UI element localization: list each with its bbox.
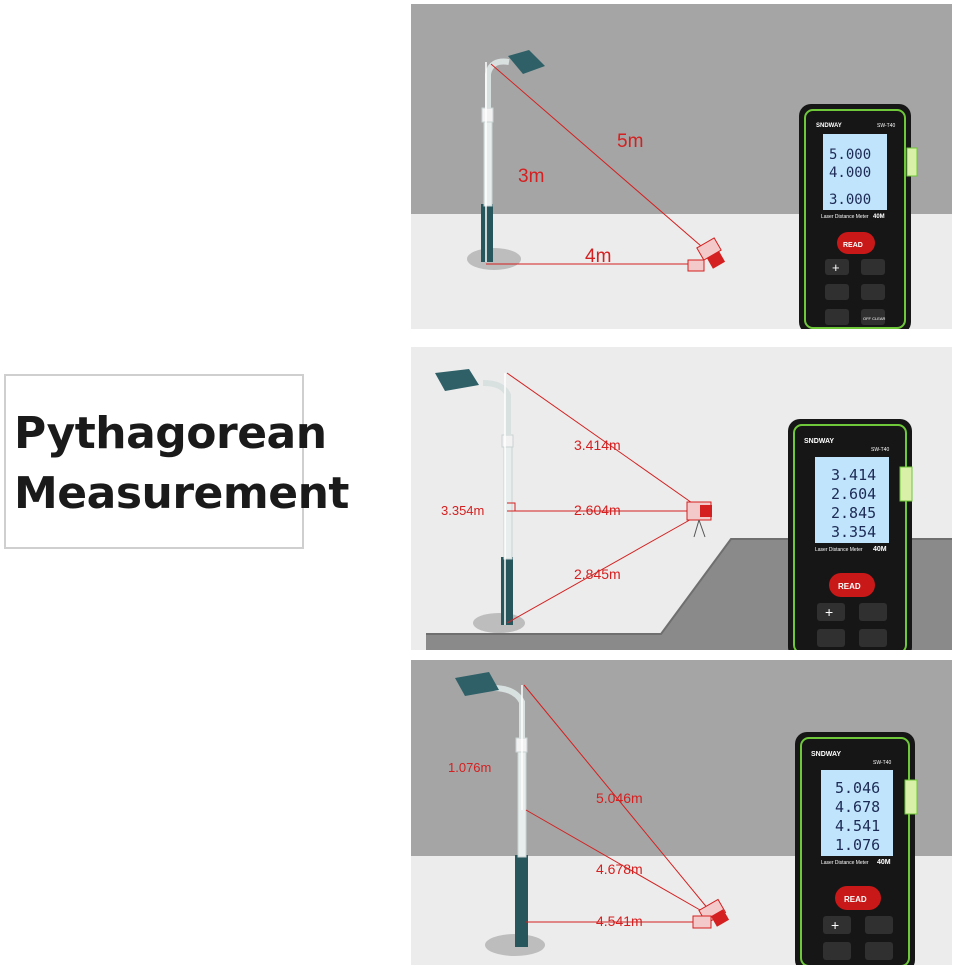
panel-3-three-point: 1.076m 5.046m 4.678m 4.541m SNDWAY SW-T4…	[411, 660, 952, 965]
panel-1-plus-key: +	[832, 260, 840, 275]
panel-2-result-label: 3.354m	[441, 503, 484, 518]
panel-3-illustration: 1.076m 5.046m 4.678m 4.541m SNDWAY SW-T4…	[411, 660, 952, 965]
panel-3-mid-label: 4.678m	[596, 861, 643, 877]
panel-2-top-label: 3.414m	[574, 437, 621, 453]
panel-2-three-point: 3.414m 3.354m 2.604m 2.845m SNDWAY SW-T4…	[411, 347, 952, 650]
panel-2-bottom-label: 2.845m	[574, 566, 621, 582]
panel-3-top-label: 5.046m	[596, 790, 643, 806]
title-line-2: Measurement	[14, 468, 349, 519]
panel-3-read-label: READ	[844, 895, 867, 904]
panel-2-rangefinder-device: SNDWAY SW-T40 3.414 2.604 2.845 3.354 La…	[788, 419, 913, 650]
panel-2-reading-2: 2.604	[831, 485, 876, 503]
panel-1-hyp-label: 5m	[617, 131, 643, 152]
panel-2-caption: Laser Distance Meter	[815, 547, 863, 553]
panel-2-read-label: READ	[838, 582, 861, 591]
panel-3-reading-1: 5.046	[835, 779, 880, 797]
panel-1-reading-3: 3.000	[829, 192, 871, 208]
panel-1-read-button	[837, 232, 875, 254]
panel-3-reading-2: 4.678	[835, 798, 880, 816]
panel-1-rangefinder-device: SNDWAY SW-T40 5.000 4.000 3.000 Laser Di…	[799, 104, 918, 329]
panel-3-model: SW-T40	[873, 760, 891, 766]
panel-3-range: 40M	[877, 859, 891, 866]
panel-2-brand: SNDWAY	[804, 438, 834, 445]
panel-3-rangefinder-device: SNDWAY SW-T40 5.046 4.678 4.541 1.076 La…	[795, 732, 918, 965]
panel-3-read-button	[835, 886, 881, 910]
panel-1-reading-1: 5.000	[829, 147, 871, 163]
panel-3-caption: Laser Distance Meter	[821, 860, 869, 866]
panel-1-vert-label: 3m	[518, 166, 544, 187]
panel-3-reading-3: 4.541	[835, 817, 880, 835]
panel-1-base-label: 4m	[585, 246, 611, 267]
panel-1-caption: Laser Distance Meter	[821, 214, 869, 220]
panel-1-three-point: 5m 3m 4m SNDWAY SW-T40 5.000 4.000 3.000…	[411, 4, 952, 329]
panel-2-model: SW-T40	[871, 447, 889, 453]
panel-2-illustration: 3.414m 3.354m 2.604m 2.845m SNDWAY SW-T4…	[411, 347, 952, 650]
panel-1-clear-label: OFF CLEAR	[863, 316, 886, 321]
title-box	[4, 374, 304, 549]
panel-1-range: 40M	[873, 214, 885, 220]
title-line-1: Pythagorean	[14, 408, 327, 459]
panel-1-model: SW-T40	[877, 123, 895, 129]
panel-3-reading-4: 1.076	[835, 836, 880, 854]
panel-3-bottom-label: 4.541m	[596, 913, 643, 929]
panel-2-read-button	[829, 573, 875, 597]
panel-2-reading-4: 3.354	[831, 523, 876, 541]
panel-2-plus-key: +	[825, 604, 833, 620]
panel-1-read-label: READ	[843, 242, 863, 249]
panel-1-illustration: 5m 3m 4m SNDWAY SW-T40 5.000 4.000 3.000…	[411, 4, 952, 329]
panel-2-reading-3: 2.845	[831, 504, 876, 522]
panel-1-reading-2: 4.000	[829, 165, 871, 181]
panel-3-result-label: 1.076m	[448, 760, 491, 775]
panel-2-reading-1: 3.414	[831, 466, 876, 484]
panel-1-brand: SNDWAY	[816, 123, 842, 129]
panel-2-perp-label: 2.604m	[574, 502, 621, 518]
panel-3-plus-key: +	[831, 917, 839, 933]
panel-2-range: 40M	[873, 546, 887, 553]
panel-3-brand: SNDWAY	[811, 751, 841, 758]
